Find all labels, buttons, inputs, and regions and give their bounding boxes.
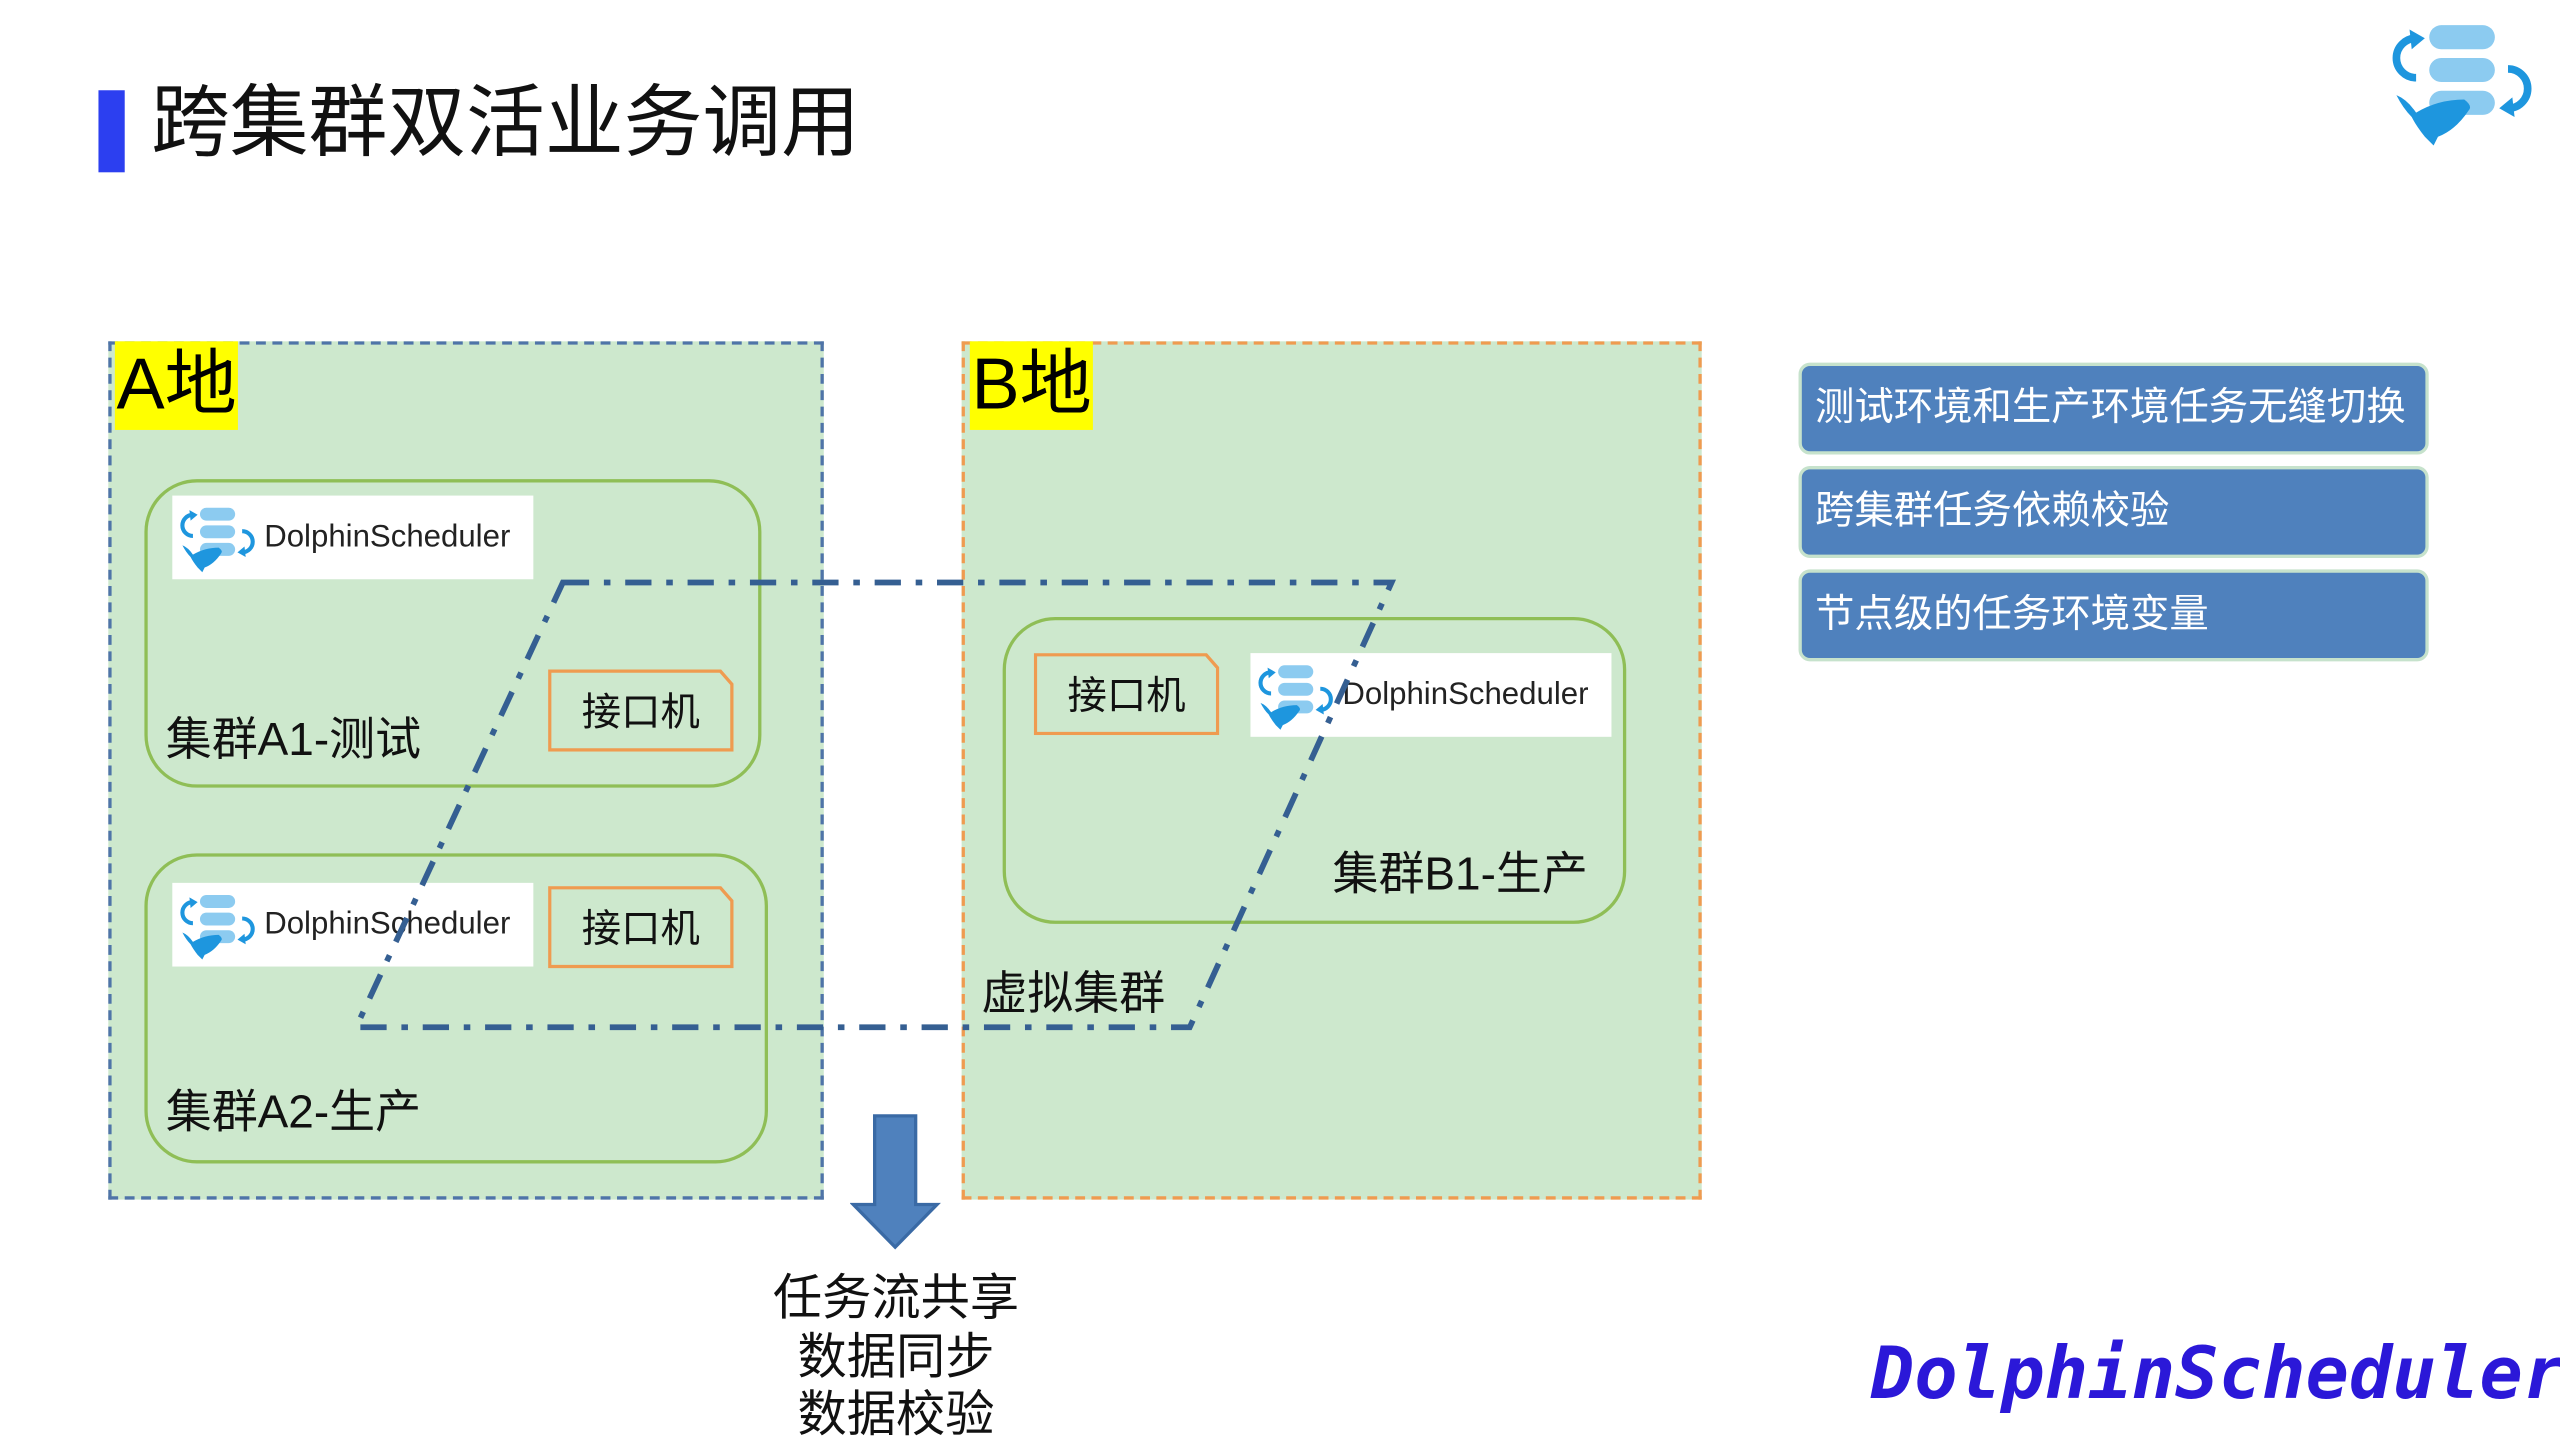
interface-machine-a1: 接口机 (548, 670, 733, 752)
interface-label: 接口机 (581, 690, 700, 736)
feature-box: 节点级的任务环境变量 (1798, 569, 2429, 662)
region-a (108, 341, 824, 1200)
region-b (961, 341, 1702, 1200)
flow-text-1: 任务流共享 (772, 1271, 1020, 1326)
title-accent-bar (98, 90, 125, 173)
feature-box: 跨集群任务依赖校验 (1798, 466, 2429, 558)
brand-wordmark: DolphinScheduler (1870, 1332, 2560, 1417)
ds-label: DolphinScheduler (1342, 676, 1589, 712)
cluster-a1 (144, 479, 762, 788)
arrow-down-icon (850, 1114, 941, 1250)
interface-machine-b1: 接口机 (1034, 653, 1219, 735)
cluster-a1-label: 集群A1-测试 (165, 713, 422, 765)
ds-label: DolphinScheduler (264, 519, 511, 554)
cluster-a2-label: 集群A2-生产 (165, 1086, 422, 1138)
ds-node-b1: DolphinScheduler (1250, 653, 1612, 737)
interface-machine-a2: 接口机 (548, 886, 733, 968)
interface-label: 接口机 (581, 907, 700, 952)
cluster-b1 (1002, 617, 1627, 924)
flow-text-2: 数据同步 (797, 1330, 995, 1386)
cluster-b1-label: 集群B1-生产 (1332, 848, 1588, 900)
region-b-label: B地 (969, 341, 1094, 430)
flow-text-3: 数据校验 (797, 1388, 995, 1443)
feature-box: 测试环境和生产环境任务无缝切换 (1798, 362, 2429, 455)
interface-label: 接口机 (1067, 674, 1186, 719)
ds-node-a2: DolphinScheduler (172, 882, 534, 967)
cluster-a2 (144, 853, 768, 1164)
virtual-cluster-label: 虚拟集群 (981, 968, 1166, 1020)
ds-node-a1: DolphinScheduler (172, 495, 534, 580)
ds-label: DolphinScheduler (264, 906, 511, 942)
region-a-label: A地 (114, 341, 239, 430)
page-title: 跨集群双活业务调用 (150, 80, 860, 168)
